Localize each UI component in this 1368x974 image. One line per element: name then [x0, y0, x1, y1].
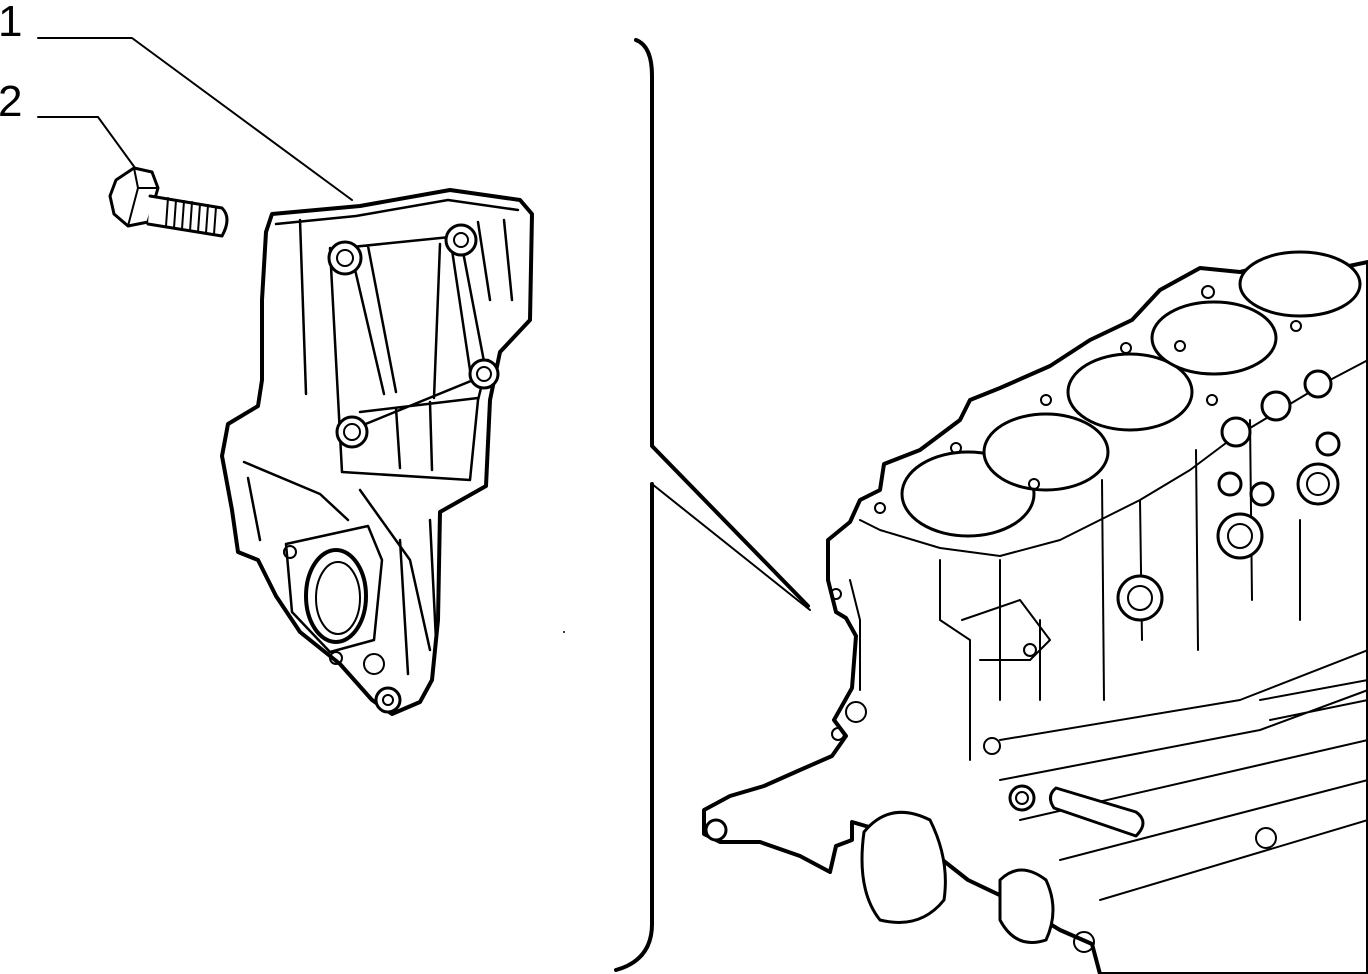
callout-leader-2 [37, 116, 139, 173]
mounting-bracket [220, 188, 534, 716]
callout-label-1: 1 [0, 0, 23, 46]
callout-leader-1 [37, 37, 353, 201]
assembly-brace [614, 38, 810, 972]
engine-block [702, 250, 1368, 974]
stray-mark [563, 631, 565, 633]
callout-label-2: 2 [0, 77, 23, 126]
flange-bolt [108, 166, 229, 238]
